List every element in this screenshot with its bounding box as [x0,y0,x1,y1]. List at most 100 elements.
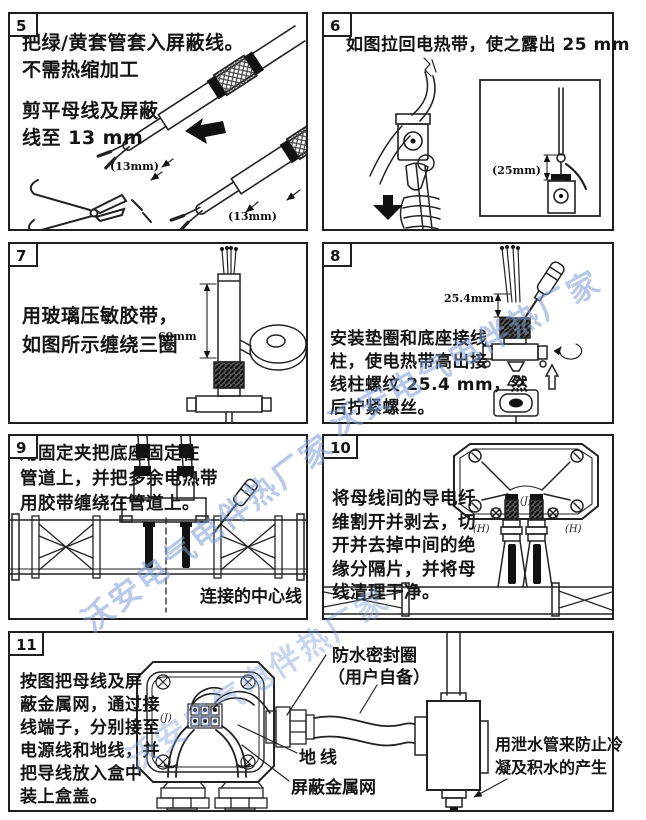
instruction-line: 把导线放入盒中 [20,764,143,784]
instruction-line: 按图把母线及屏 [20,672,143,692]
instruction-line: 线至 13 mm [22,127,144,149]
wires [189,687,271,714]
pipe-mounting-drawing [10,436,306,613]
base-fitting [186,387,272,422]
instruction-line: 不需热缩加工 [22,59,140,81]
junction-box-wiring-drawing [136,633,508,810]
junction-base-top-view [324,443,612,617]
seal-label-line2: （用户自备） [328,668,430,688]
cable-clamp-right [213,515,283,579]
panel-step-9: 9 用固定夹把底座固定在 管道上，并把多余电热带 用胶带缠绕在管道上。 [8,434,308,620]
instruction-line: 安装垫圈和底座接线 [330,329,488,349]
dimension-label: 60mm [158,330,197,343]
drain-note-line1: 用泄水管来防止冷 [495,735,624,754]
screwdriver-icon [212,478,258,535]
right-mark-label: (H) [565,524,582,535]
panel-step-6: 6 如图拉回电热带，使之露出 25 mm [322,12,629,231]
instruction-text: 安装垫圈和底座接线 柱，使电热带高出接 线柱螺纹 25.4 mm，然 后拧紧螺丝… [330,328,528,420]
panel-step-10: 10 将母线间的导电纤 维割开并剥去，切 开并去掉中间的绝 缘分隔片，并将母 线… [322,434,614,620]
dimension-label: (13mm) [228,210,277,223]
step-number: 7 [8,242,38,267]
gland-stacks [497,519,553,588]
shield-mesh-label: 屏蔽金属网 [291,778,376,798]
instruction-text: 把绿/黄套管套入屏蔽线。 不需热缩加工 [22,30,244,84]
instruction-line: 线端子，分别接至 [20,718,160,738]
dimension-label: (25mm) [492,164,541,177]
instruction-line: 后拧紧螺丝。 [330,398,435,418]
detail-inset-box [479,79,601,217]
base-bracket [119,436,209,568]
ground-wire-label: 地线 [299,748,341,768]
terminal-posts [490,494,559,520]
instruction-line: 用玻璃压敏胶带， [22,305,179,327]
wrapped-tape-band [213,361,245,389]
box-mark-label: (J) [160,713,172,724]
instruction-line: 开并去掉中间的绝 [332,536,476,556]
instruction-text: 用固定夹把底座固定在 管道上，并把多余电热带 用胶带缠绕在管道上。 [20,442,218,517]
panel-step-7: 7 用玻璃压敏胶带， 如图所示缠绕三圈 [8,242,308,424]
instruction-text: 如图拉回电热带，使之露出 25 mm [346,35,630,55]
drain-pipe [414,633,489,810]
cable-sleeve [217,273,241,363]
terminal-post [482,317,548,422]
pliers-icon [28,179,128,229]
panel-step-11: 11 按图把母线及屏 蔽金属网，通过接 线端子，分别接至 电源线和地线，并 把导… [8,631,623,812]
step-number: 10 [322,434,358,459]
dimension-label: (13mm) [110,160,159,173]
pull-back-cable-drawing [369,57,601,229]
left-mark-label: (H) [473,524,490,535]
instruction-line: 维割开并剥去，切 [332,512,476,533]
bottom-glands [156,781,268,810]
instruction-line: 缘分隔片，并将母 [332,559,476,580]
pipe [324,582,612,617]
tape-wrap-drawing [186,245,306,422]
dimension-bracket [199,283,217,359]
step-number: 5 [8,12,38,37]
instruction-line: 柱，使电热带高出接 [330,352,488,372]
panel-step-8: 8 安装垫圈和底座接线 柱，使电热带高出接 线柱螺纹 25.4 mm，然 后拧紧… [322,242,614,424]
instruction-text: 用玻璃压敏胶带， 如图所示缠绕三圈 [22,302,178,360]
instruction-line: 管道上，并把多余电热带 [20,469,218,489]
cut-wire-pieces [131,199,152,223]
bus-wires [219,245,239,275]
base-plate [453,443,599,520]
instruction-line: 用胶带缠绕在管道上。 [20,494,200,514]
direction-arrow-icon [185,118,226,144]
instruction-text: 按图把母线及屏 蔽金属网，通过接 线端子，分别接至 电源线和地线，并 把导线放入… [20,671,160,809]
instruction-text: 将母线间的导电纤 维割开并剥去，切 开并去掉中间的绝 缘分隔片，并将母 线清理干… [332,488,476,606]
cable-prep-drawing [28,21,306,229]
hand-drawing [369,125,441,229]
terminal-post-drawing [482,244,583,422]
pull-down-arrow-icon [373,195,403,220]
shield-tubes [163,725,251,778]
up-arrow-icon [544,363,560,390]
dimension-label: 25.4mm [444,292,495,305]
instruction-line: 蔽金属网，通过接 [20,695,160,715]
leader-lines [237,654,508,798]
seal-label-line1: 防水密封圈 [332,646,417,666]
step-number: 9 [8,434,38,459]
cable-end [411,57,437,122]
instruction-line: 装上盒盖。 [20,787,108,807]
step-number: 11 [8,631,44,656]
step-number: 8 [322,242,352,267]
rotate-arrow-icon [553,343,583,360]
dimension-bracket [493,293,511,318]
instruction-line: 如图所示缠绕三圈 [22,334,179,356]
instruction-line: 线柱螺纹 25.4 mm，然 [330,375,529,395]
tape-roll-icon [239,324,306,371]
instruction-line: 线清理干净。 [332,583,440,603]
center-mark-label: (J) [520,496,532,507]
bus-wires [499,244,521,303]
instruction-line: 剪平母线及屏蔽 [22,100,159,122]
instruction-text: 剪平母线及屏蔽 线至 13 mm [22,98,159,152]
conduit [313,715,415,747]
cable-clamp-left [31,515,101,579]
instruction-line: 把绿/黄套管套入屏蔽线。 [22,32,244,54]
instruction-line: 电源线和地线，并 [20,741,160,761]
connector-body [395,113,431,161]
drain-note-line2: 凝及积水的产生 [495,758,608,777]
step-number: 6 [322,12,352,37]
panel-step-5: 5 把绿/黄套管套入屏蔽线。 不需热缩加工 剪平母线及屏蔽 线至 13 mm [8,12,308,231]
